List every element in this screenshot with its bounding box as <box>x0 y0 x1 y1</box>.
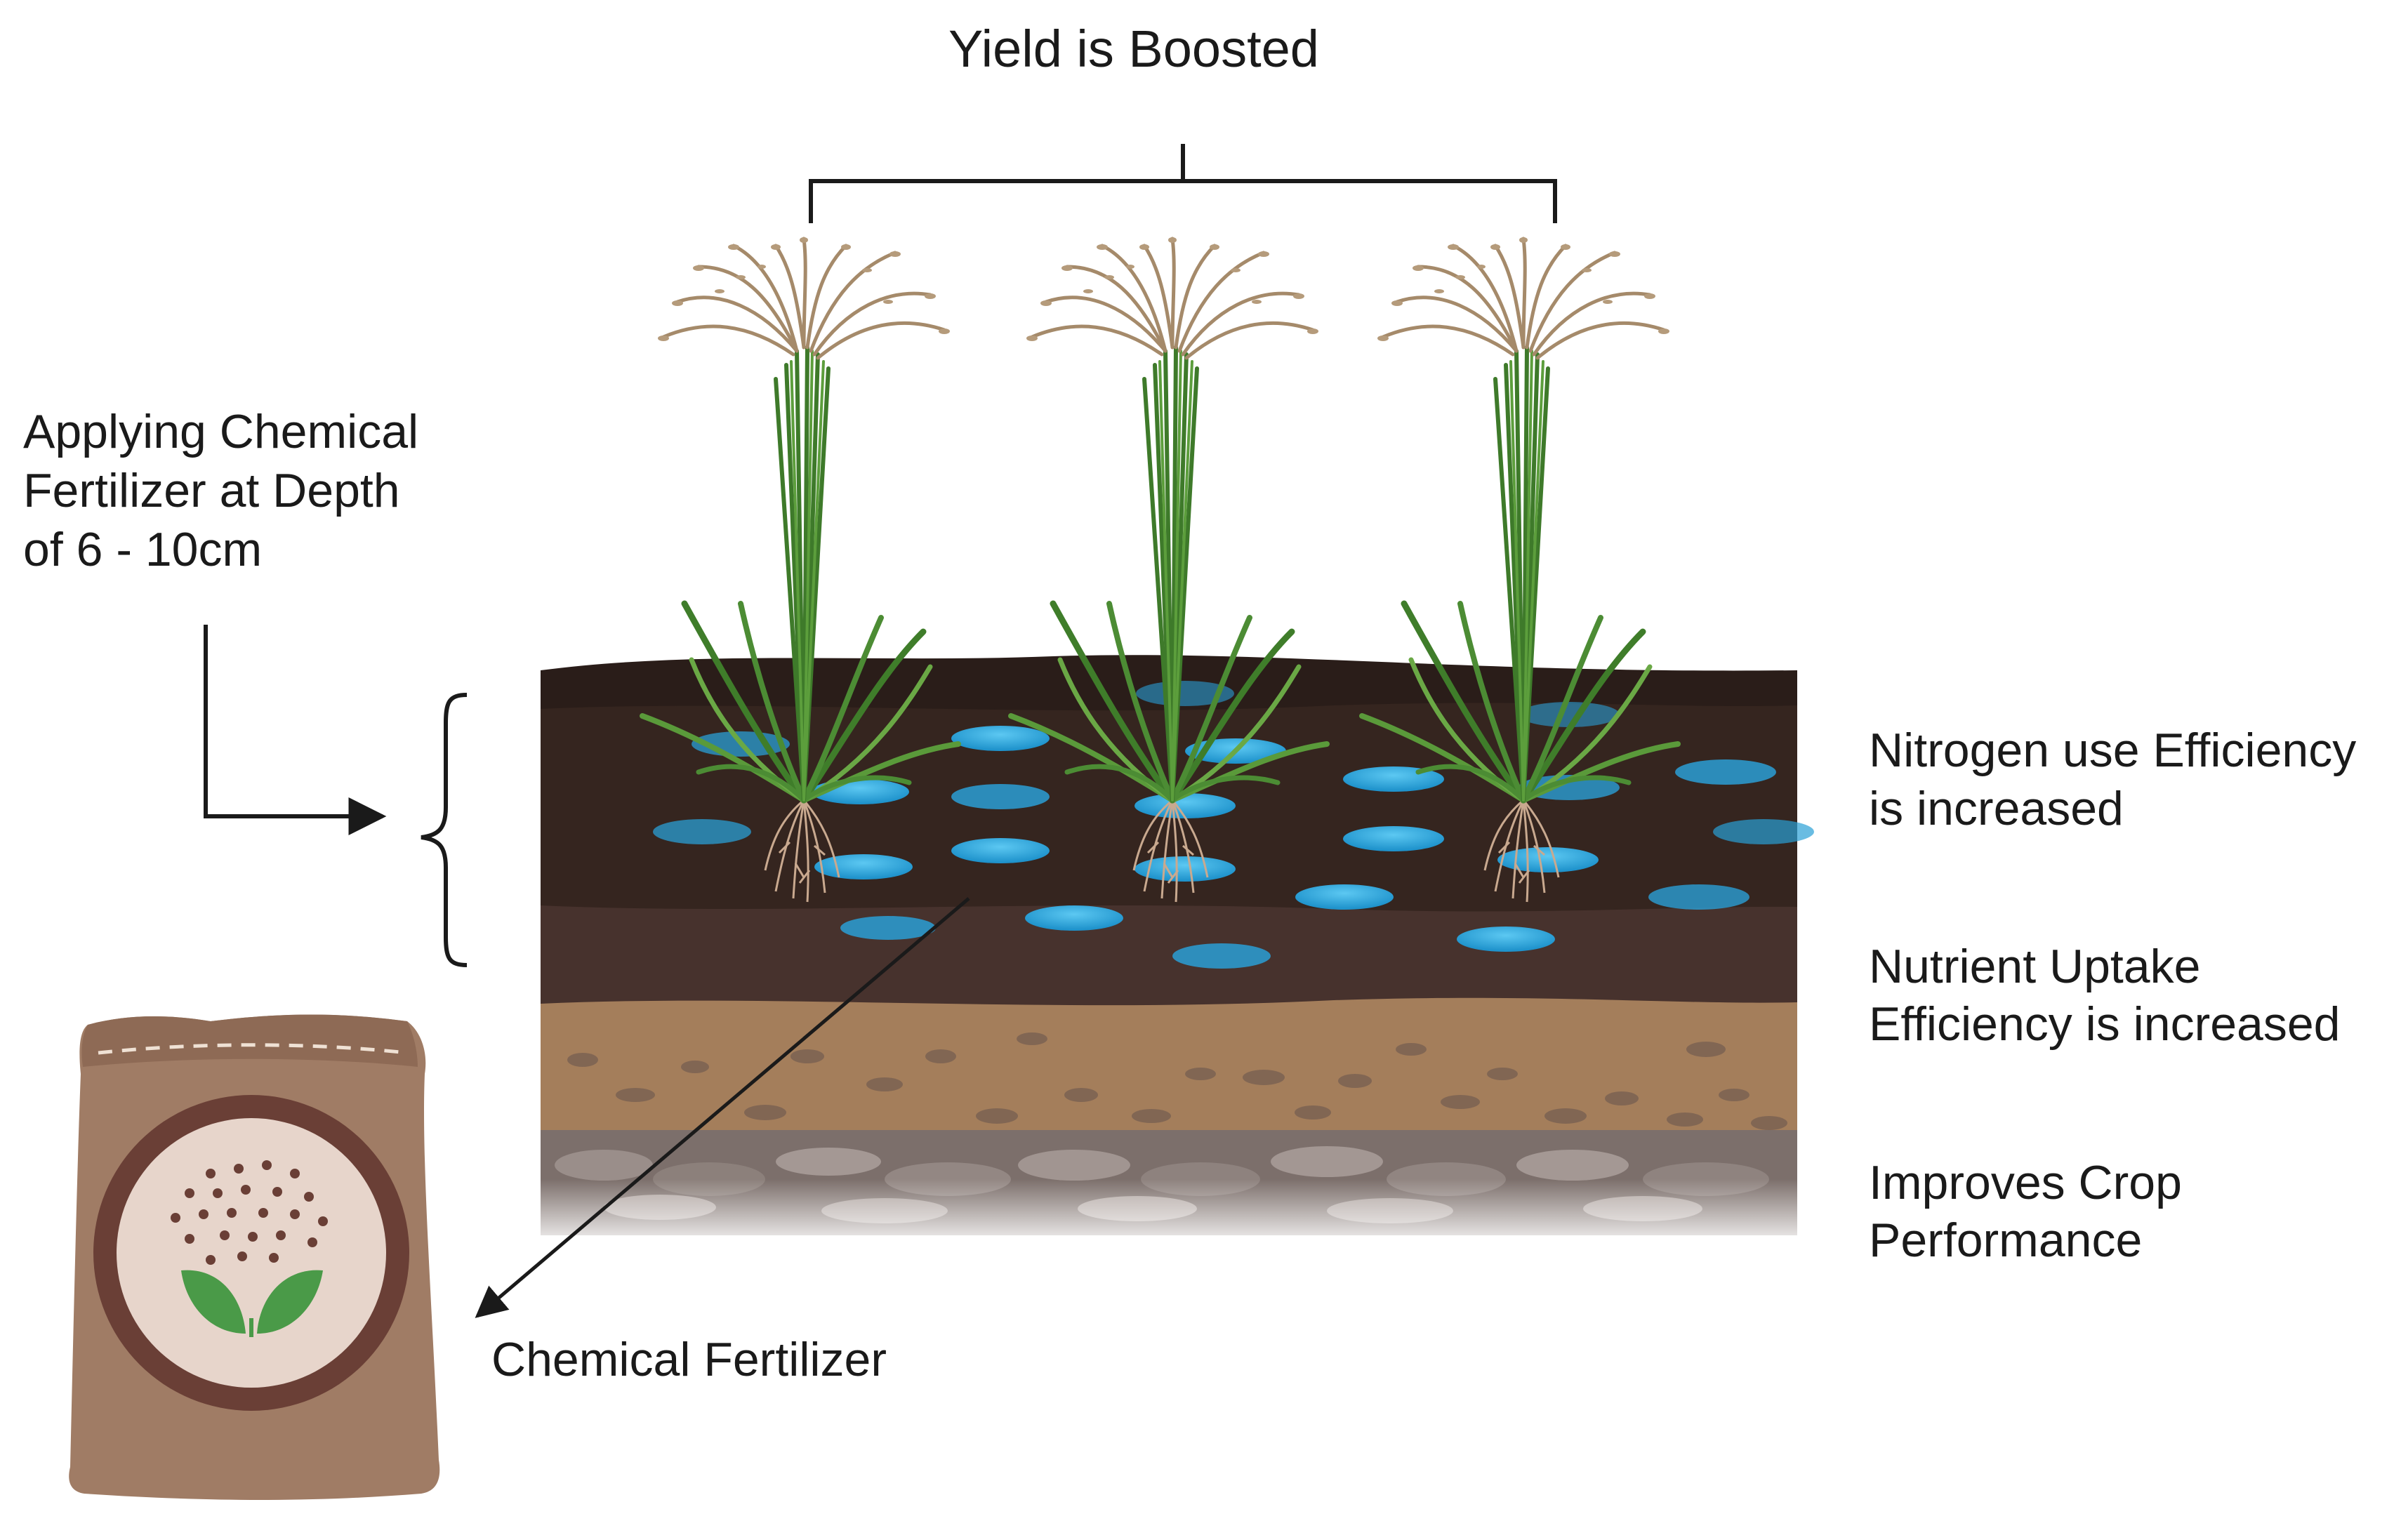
fertilizer-granule-icon <box>951 838 1050 863</box>
depth-bracket-icon <box>421 693 468 967</box>
fertilizer-granule-icon <box>1172 943 1271 969</box>
left-label: Applying Chemical Fertilizer at Depth of… <box>23 405 432 576</box>
leaf-icon <box>181 1270 323 1337</box>
bag-label: Chemical Fertilizer <box>491 1333 887 1386</box>
depth-arrow-icon <box>204 625 387 835</box>
fertilizer-granule-icon <box>1136 681 1234 706</box>
left-label-line: of 6 - 10cm <box>23 523 262 576</box>
outcome-line: Efficiency is increased <box>1869 997 2341 1051</box>
left-label-line: Fertilizer at Depth <box>23 464 400 517</box>
fertilizer-granule-icon <box>951 726 1050 751</box>
fertilizer-granule-icon <box>951 784 1050 809</box>
outcome-line: Improves Crop <box>1869 1156 2182 1209</box>
rice-plant-icon <box>1008 237 1330 903</box>
fertilizer-granule-icon <box>1648 884 1749 910</box>
outcome-line: Nutrient Uptake <box>1869 940 2200 993</box>
sand-layer <box>541 997 1797 1137</box>
fertilizer-granule-icon <box>653 819 751 844</box>
fertilizer-granule-icon <box>840 916 936 940</box>
fertilizer-granule-icon <box>1497 847 1599 872</box>
outcome-line: Performance <box>1869 1214 2142 1267</box>
soil-profile <box>534 655 1804 1249</box>
fertilizer-granule-icon <box>1134 856 1236 882</box>
fertilizer-granule-icon <box>814 854 913 879</box>
fertilizer-bag-icon <box>69 1014 440 1500</box>
fertilizer-granule-icon <box>1343 826 1444 851</box>
outcome-line: Nitrogen use Efficiency <box>1869 724 2356 777</box>
yield-title: Yield is Boosted <box>948 20 1319 78</box>
outcome-line: is increased <box>1869 782 2124 835</box>
rice-plant-icon <box>1359 237 1681 903</box>
left-label-line: Applying Chemical <box>23 405 418 458</box>
outcome-crop-performance: Improves Crop Performance <box>1869 1156 2195 1267</box>
bag-pointer-arrow-icon <box>475 897 970 1318</box>
fertilizer-granule-icon <box>1713 819 1814 844</box>
subsoil-layer <box>541 905 1797 1007</box>
sand-pebbles <box>567 1032 1787 1130</box>
fertilizer-granule-icon <box>1675 759 1776 785</box>
fertilizer-granule-icon <box>1519 702 1620 727</box>
outcome-nutrient-uptake: Nutrient Uptake Efficiency is increased <box>1869 940 2341 1051</box>
outcome-nitrogen: Nitrogen use Efficiency is increased <box>1869 724 2369 835</box>
fertilizer-granule-icon <box>1295 884 1394 910</box>
fertilizer-granule-icon <box>1457 926 1555 952</box>
rice-plant-icon <box>640 237 961 903</box>
top-bracket-icon <box>809 144 1557 223</box>
fertilizer-granule-icon <box>1025 905 1123 931</box>
fertilizer-dots <box>171 1160 328 1265</box>
